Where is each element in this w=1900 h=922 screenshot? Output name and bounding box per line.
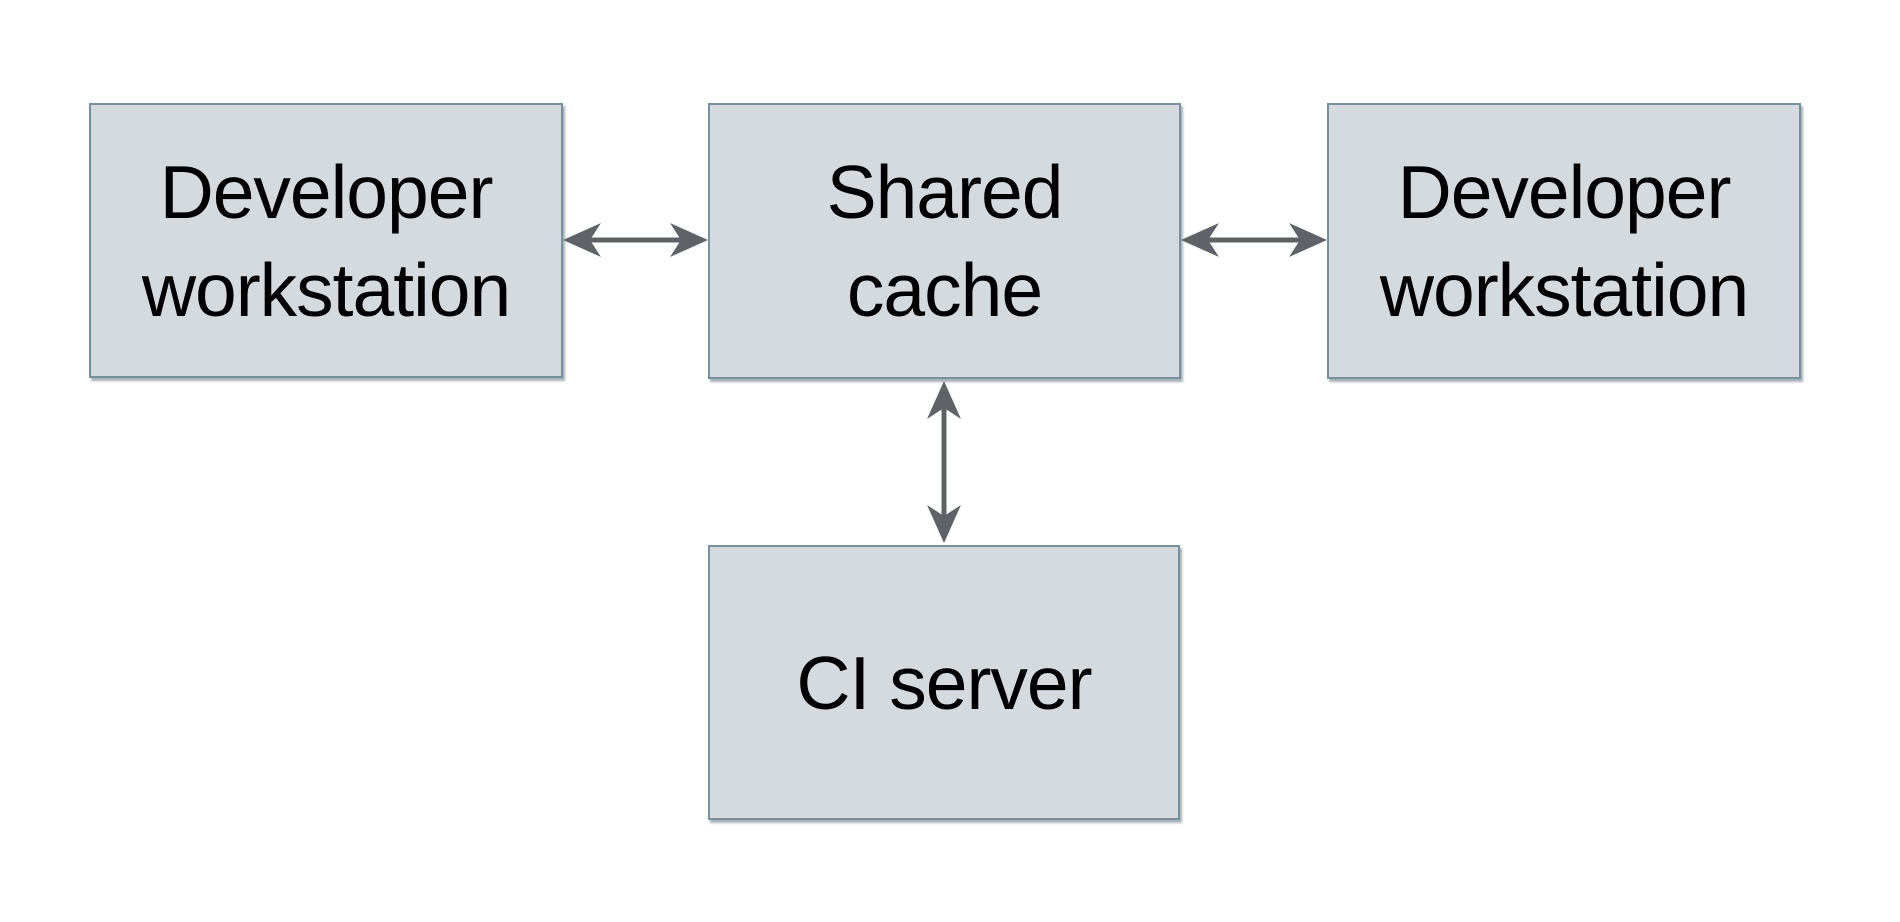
node-label-line: cache: [846, 248, 1043, 332]
arrow-cache-ciserver: [927, 381, 961, 543]
node-label-line: Developer: [159, 149, 494, 234]
node-label-line: CI server: [796, 640, 1092, 725]
arrow-devleft-cache: [563, 223, 708, 257]
node-label-line: Developer: [1397, 150, 1732, 234]
node-label-line: workstation: [1379, 248, 1749, 332]
arrow-cache-devright: [1181, 223, 1327, 257]
node-developer-workstation-left: Developer workstation: [89, 103, 563, 378]
node-label-line: workstation: [141, 247, 511, 332]
node-ci-server: CI server: [708, 545, 1180, 820]
node-developer-workstation-right: Developer workstation: [1327, 103, 1801, 379]
node-shared-cache: Shared cache: [708, 103, 1181, 379]
node-label-line: Shared: [826, 150, 1064, 234]
